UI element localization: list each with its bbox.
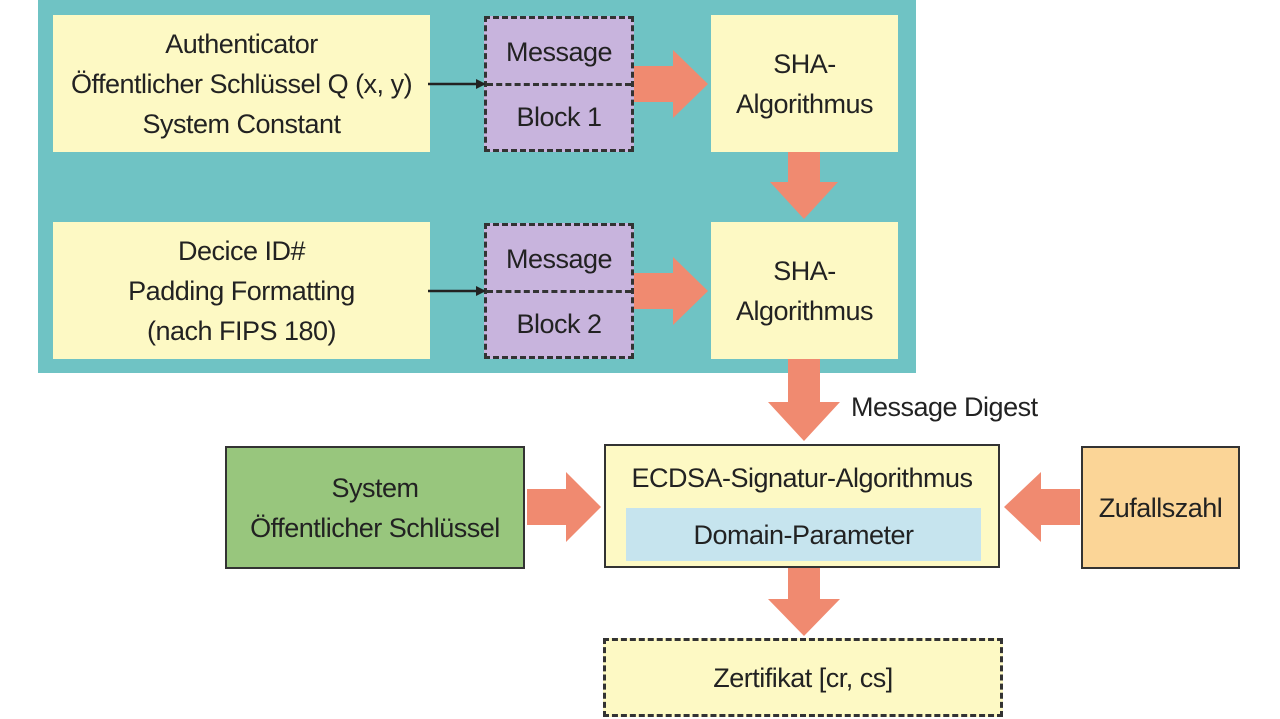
message-block-1-divider: [487, 83, 631, 86]
domain-parameter-label: Domain-Parameter: [693, 519, 914, 550]
block-arrow-system-to-ecdsa: [527, 472, 601, 542]
block-arrow-random-to-ecdsa: [1004, 472, 1080, 542]
authenticator-line-1: Authenticator: [165, 28, 318, 59]
ecdsa-title: ECDSA-Signatur-Algorithmus: [631, 463, 973, 493]
ecdsa-signature-box: ECDSA-Signatur-Algorithmus Domain-Parame…: [604, 444, 1000, 568]
sha2-line-2: Algorithmus: [735, 295, 874, 326]
sha2-line-1: SHA-: [773, 255, 836, 286]
authenticator-line-2: Öffentlicher Schlüssel Q (x, y): [70, 68, 413, 99]
message-digest-label: Message Digest: [851, 392, 1038, 422]
device-line-2: Padding Formatting: [128, 275, 355, 306]
message-block-2-bottom: Block 2: [516, 308, 602, 339]
device-line-3: (nach FIPS 180): [146, 315, 337, 346]
system-line-2: Öffentlicher Schlüssel: [250, 512, 500, 543]
authenticator-line-3: System Constant: [142, 108, 341, 139]
message-block-2: Message Block 2: [484, 223, 634, 359]
message-block-1-top: Message: [505, 36, 613, 67]
device-id-box: Decice ID# Padding Formatting (nach FIPS…: [53, 222, 430, 359]
device-line-1: Decice ID#: [177, 235, 306, 266]
sha-algorithm-box-2: SHA- Algorithmus: [711, 222, 898, 359]
message-block-1-bottom: Block 1: [516, 101, 602, 132]
system-public-key-box: System Öffentlicher Schlüssel: [225, 446, 525, 569]
certificate-box: Zertifikat [cr, cs]: [603, 638, 1003, 717]
random-number-box: Zufallszahl: [1081, 446, 1240, 569]
sha1-line-1: SHA-: [773, 48, 836, 79]
message-block-2-top: Message: [505, 243, 613, 274]
random-number-label: Zufallszahl: [1098, 492, 1223, 523]
message-block-1: Message Block 1: [484, 16, 634, 152]
sha-algorithm-box-1: SHA- Algorithmus: [711, 15, 898, 152]
message-block-2-divider: [487, 290, 631, 293]
domain-parameter-band: Domain-Parameter: [626, 508, 981, 561]
authenticator-box: Authenticator Öffentlicher Schlüssel Q (…: [53, 15, 430, 152]
block-arrow-ecdsa-to-certificate: [768, 568, 840, 636]
certificate-label: Zertifikat [cr, cs]: [713, 662, 893, 693]
system-line-1: System: [331, 472, 419, 503]
sha1-line-2: Algorithmus: [735, 88, 874, 119]
